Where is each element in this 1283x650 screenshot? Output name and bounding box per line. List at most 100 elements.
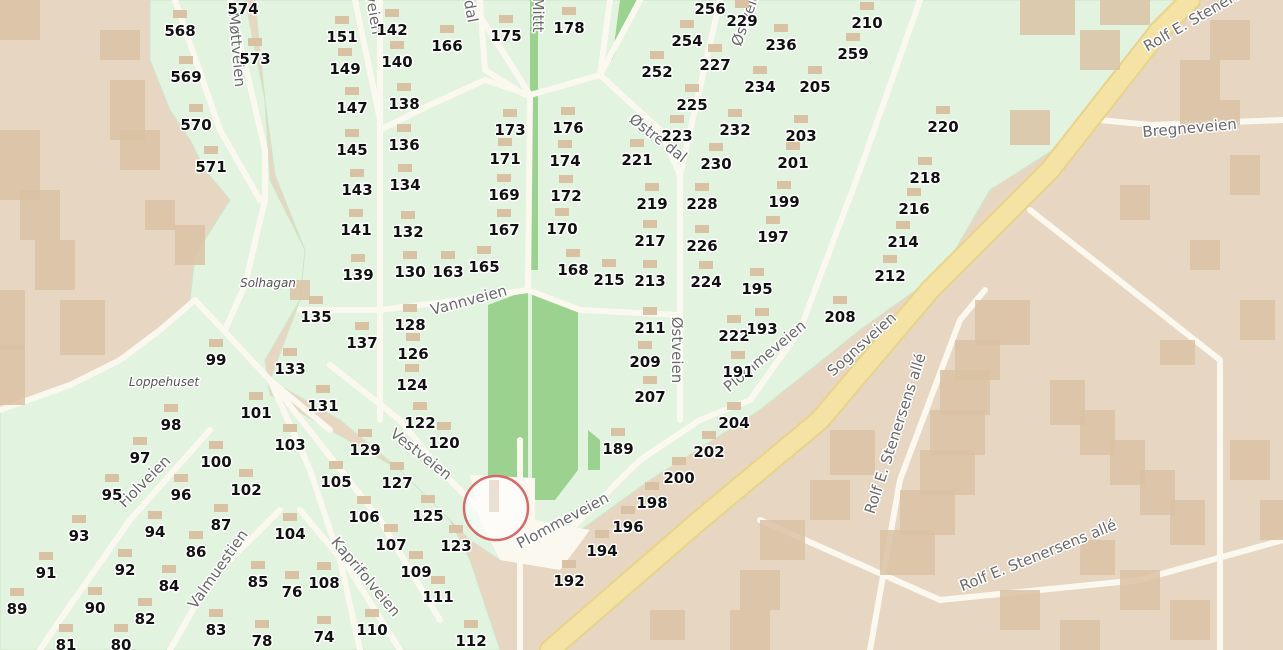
- building: [100, 30, 140, 60]
- building: [1180, 60, 1220, 100]
- plot-number-label: 212: [874, 267, 905, 285]
- plot-hut: [440, 25, 454, 33]
- plot-hut: [189, 531, 203, 539]
- plot-hut: [209, 609, 223, 617]
- plot-number-label: 171: [489, 150, 520, 168]
- plot-hut: [643, 376, 657, 384]
- plot-number-label: 193: [746, 320, 777, 338]
- building: [650, 610, 685, 640]
- plot-hut: [786, 142, 800, 150]
- plot-number-label: 256: [694, 0, 725, 18]
- plot-number-label: 85: [248, 573, 269, 591]
- plot-hut: [750, 268, 764, 276]
- plot-number-label: 196: [612, 518, 643, 536]
- building: [1180, 100, 1240, 125]
- plot-hut: [437, 422, 451, 430]
- plot-number-label: 170: [546, 220, 577, 238]
- building: [175, 225, 205, 265]
- plot-number-label: 96: [171, 486, 192, 504]
- plot-hut: [566, 249, 580, 257]
- plot-hut: [499, 15, 513, 23]
- plot-number-label: 147: [336, 99, 367, 117]
- plot-hut: [204, 146, 218, 154]
- plot-hut: [39, 552, 53, 560]
- plot-hut: [164, 404, 178, 412]
- park-area: [588, 430, 600, 470]
- plot-hut: [672, 457, 686, 465]
- plot-hut: [728, 109, 742, 117]
- plot-number-label: 125: [412, 507, 443, 525]
- building: [975, 300, 1030, 345]
- plot-number-label: 81: [56, 636, 77, 650]
- plot-hut: [907, 188, 921, 196]
- plot-number-label: 109: [400, 563, 431, 581]
- plot-number-label: 194: [586, 542, 617, 560]
- building: [730, 610, 770, 650]
- plot-hut: [283, 348, 297, 356]
- plot-hut: [118, 549, 132, 557]
- plot-number-label: 569: [170, 68, 201, 86]
- plot-hut: [774, 24, 788, 32]
- plot-number-label: 143: [341, 181, 372, 199]
- plot-number-label: 213: [634, 272, 665, 290]
- plot-number-label: 127: [381, 474, 412, 492]
- plot-hut: [643, 307, 657, 315]
- circle-marker-icon[interactable]: [462, 474, 530, 542]
- plot-number-label: 151: [326, 28, 357, 46]
- plot-hut: [621, 506, 635, 514]
- plot-number-label: 82: [135, 610, 156, 628]
- plot-hut: [88, 587, 102, 595]
- building: [145, 200, 175, 230]
- building: [0, 0, 40, 40]
- building: [930, 410, 985, 455]
- plot-number-label: 226: [686, 237, 717, 255]
- plot-number-label: 252: [641, 63, 672, 81]
- plot-number-label: 229: [726, 12, 757, 30]
- plot-hut: [755, 308, 769, 316]
- plot-number-label: 74: [314, 628, 335, 646]
- plot-hut: [255, 620, 269, 628]
- plot-number-label: 211: [634, 319, 665, 337]
- plot-number-label: 189: [602, 440, 633, 458]
- plot-hut: [685, 84, 699, 92]
- plot-number-label: 216: [898, 200, 929, 218]
- plot-number-label: 128: [394, 316, 425, 334]
- plot-number-label: 149: [329, 60, 360, 78]
- plot-hut: [695, 225, 709, 233]
- plot-hut: [643, 260, 657, 268]
- plot-hut: [249, 392, 263, 400]
- plot-hut: [731, 351, 745, 359]
- plot-number-label: 138: [388, 95, 419, 113]
- plot-number-label: 198: [636, 494, 667, 512]
- building: [1170, 600, 1210, 640]
- plot-number-label: 568: [164, 22, 195, 40]
- plot-number-label: 92: [115, 561, 136, 579]
- building: [880, 530, 935, 575]
- plot-hut: [283, 513, 297, 521]
- plot-number-label: 191: [722, 363, 753, 381]
- plot-number-label: 78: [252, 632, 273, 650]
- plot-hut: [602, 259, 616, 267]
- plot-hut: [727, 402, 741, 410]
- plot-hut: [936, 106, 950, 114]
- plot-number-label: 139: [342, 266, 373, 284]
- building: [1260, 500, 1283, 540]
- plot-number-label: 105: [320, 473, 351, 491]
- plot-hut: [405, 364, 419, 372]
- plot-hut: [477, 246, 491, 254]
- plot-hut: [650, 51, 664, 59]
- plot-number-label: 234: [744, 78, 775, 96]
- park-area: [530, 0, 538, 270]
- plot-hut: [239, 469, 253, 477]
- plot-hut: [10, 588, 24, 596]
- plot-hut: [498, 138, 512, 146]
- plot-hut: [248, 38, 262, 46]
- plot-hut: [350, 169, 364, 177]
- plot-hut: [497, 174, 511, 182]
- plot-number-label: 205: [799, 78, 830, 96]
- plot-hut: [670, 115, 684, 123]
- plot-hut: [345, 87, 359, 95]
